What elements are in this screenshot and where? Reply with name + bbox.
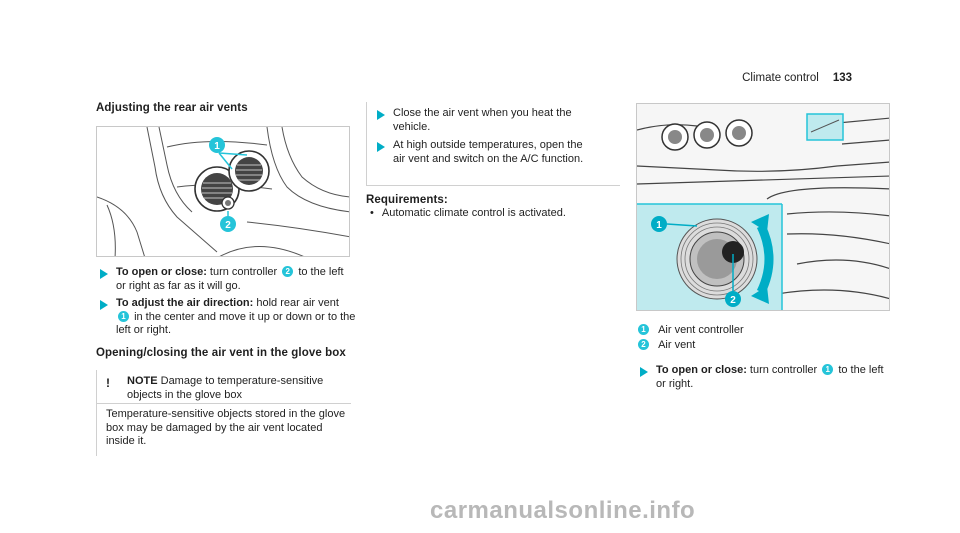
legend-item: 2 Air vent bbox=[636, 339, 744, 354]
svg-text:1: 1 bbox=[214, 141, 220, 152]
step-open-close: To open or close: turn controller 2 to t… bbox=[116, 266, 344, 292]
controller-illustration: 1 2 bbox=[637, 104, 889, 310]
page-number: 133 bbox=[832, 72, 852, 84]
ref-2: 2 bbox=[282, 266, 294, 277]
callout-1 bbox=[209, 137, 225, 153]
ref-1: 1 bbox=[822, 364, 834, 375]
figure-air-vent-controller: 1 2 bbox=[636, 103, 890, 311]
legend: 1 Air vent controller 2 Air vent bbox=[636, 324, 744, 354]
heading-glove-box: Opening/closing the air vent in the glov… bbox=[96, 347, 346, 359]
note-body: Temperature-sensitive objects stored in … bbox=[106, 408, 346, 448]
bullet-box: Close the air vent when you heat the veh… bbox=[366, 102, 620, 186]
step-open-close-controller: To open or close: turn controller 1 to t… bbox=[656, 364, 884, 390]
heading-rear-vents: Adjusting the rear air vents bbox=[96, 102, 248, 114]
requirements-heading: Requirements: bbox=[366, 194, 448, 206]
callout-1 bbox=[651, 216, 667, 232]
step-adjust-direction: To adjust the air direction: hold rear a… bbox=[116, 297, 356, 337]
page-header: Climate control 133 bbox=[742, 72, 852, 84]
step-arrow-icon bbox=[100, 300, 108, 310]
warning-icon: ! bbox=[106, 376, 110, 390]
note-divider bbox=[97, 403, 351, 404]
step-arrow-icon bbox=[377, 142, 385, 152]
rear-vents-illustration: 1 2 bbox=[97, 127, 349, 256]
ref-1: 1 bbox=[118, 310, 129, 322]
step-arrow-icon bbox=[100, 269, 108, 279]
bullet-close-vent: Close the air vent when you heat the veh… bbox=[393, 107, 572, 133]
step-arrow-icon bbox=[377, 110, 385, 120]
svg-text:2: 2 bbox=[730, 295, 736, 306]
step-arrow-icon bbox=[640, 367, 648, 377]
svg-text:1: 1 bbox=[656, 220, 662, 231]
bullet-dot-icon: • bbox=[370, 207, 374, 219]
watermark: carmanualsonline.info bbox=[430, 497, 696, 524]
note-title: NOTE Damage to temperature-sensitive obj… bbox=[127, 375, 324, 401]
figure-rear-vents: 1 2 bbox=[96, 126, 350, 257]
section-title: Climate control bbox=[742, 72, 819, 84]
callout-2 bbox=[725, 291, 741, 307]
bullet-open-vent: At high outside temperatures, open the a… bbox=[393, 139, 584, 165]
requirement-item: •Automatic climate control is activated. bbox=[370, 207, 566, 219]
callout-2 bbox=[220, 216, 236, 232]
svg-text:2: 2 bbox=[225, 220, 231, 231]
legend-item: 1 Air vent controller bbox=[636, 324, 744, 339]
note-box: ! NOTE Damage to temperature-sensitive o… bbox=[96, 370, 351, 456]
